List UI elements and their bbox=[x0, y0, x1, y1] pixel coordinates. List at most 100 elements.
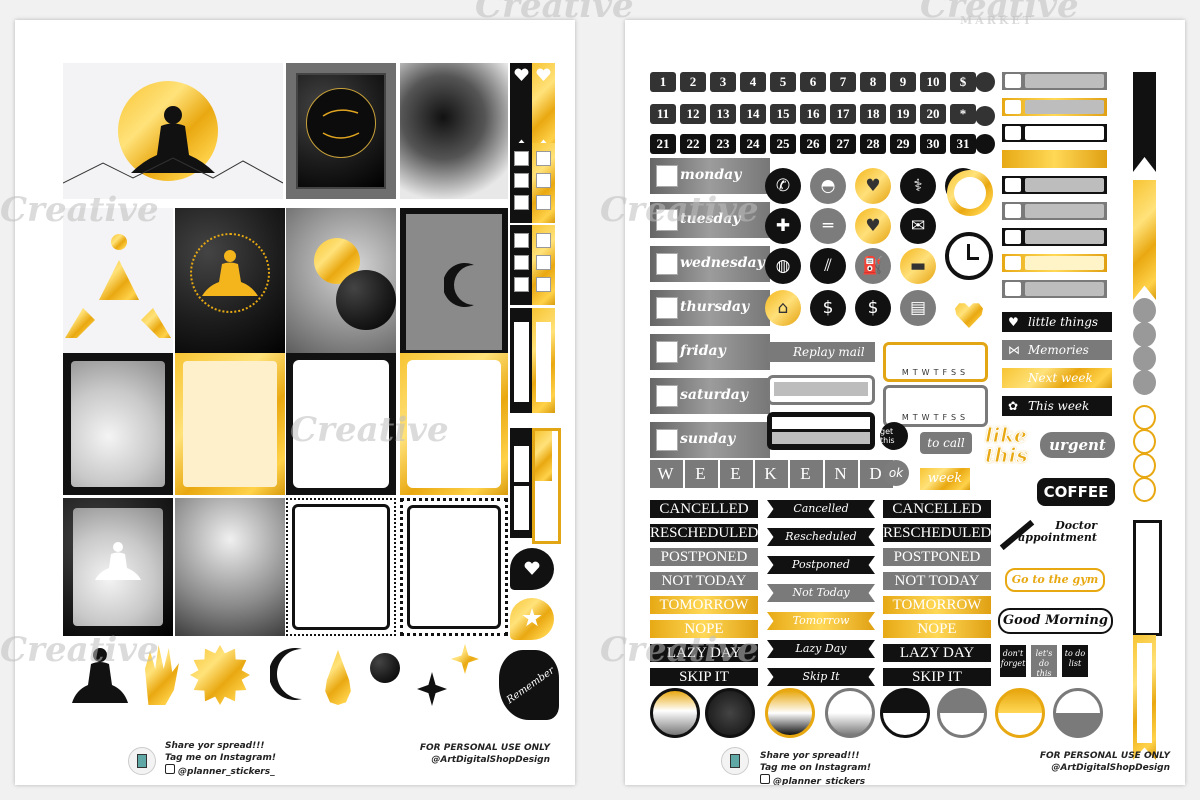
script-word-sticker: Skip It bbox=[767, 668, 875, 686]
this-week-label: ✿This week bbox=[1002, 396, 1112, 416]
weekend-letter: N bbox=[825, 460, 858, 488]
ok-badge: ok bbox=[883, 460, 909, 486]
date-number: 4 bbox=[740, 72, 766, 92]
weekend-letter: E bbox=[790, 460, 823, 488]
remember-label: Remember bbox=[504, 665, 557, 707]
word-sticker: SKIP IT bbox=[650, 668, 758, 686]
checkbox bbox=[656, 297, 678, 319]
word-sticker: RESCHEDULED bbox=[650, 524, 759, 542]
weekday-text: saturday bbox=[680, 387, 748, 403]
alarm-clock-gold bbox=[947, 170, 993, 216]
date-number: * bbox=[950, 104, 976, 124]
badge-tooth: ◓ bbox=[810, 168, 846, 204]
date-number: 3 bbox=[710, 72, 736, 92]
heart-icon bbox=[536, 68, 551, 81]
tall-box-outline bbox=[1133, 520, 1162, 636]
checkbox bbox=[656, 429, 678, 451]
circle-marker bbox=[975, 134, 995, 154]
script-word-sticker: Tomorrow bbox=[767, 612, 875, 630]
half-box-gold bbox=[532, 428, 561, 544]
date-number: 29 bbox=[890, 134, 916, 154]
next-week-label: Next week bbox=[1002, 368, 1112, 388]
date-number: 30 bbox=[920, 134, 946, 154]
black-sparkle-icon bbox=[417, 672, 447, 706]
footer-license-block: FOR PERSONAL USE ONLY @ArtDigitalShopDes… bbox=[380, 742, 550, 766]
sticker-gold-meditation bbox=[175, 208, 285, 356]
date-number: 21 bbox=[650, 134, 676, 154]
date-number: 2 bbox=[680, 72, 706, 92]
banner-black-strip bbox=[1133, 72, 1156, 172]
rect-black-1 bbox=[1002, 124, 1107, 142]
footer-personal-use: FOR PERSONAL USE ONLY bbox=[1039, 751, 1170, 761]
rect-gold-2 bbox=[1002, 150, 1107, 168]
weekday-text: sunday bbox=[680, 431, 736, 447]
sticker-clouds bbox=[175, 498, 285, 636]
weekday-text: wednesday bbox=[680, 255, 765, 271]
date-number: 24 bbox=[740, 134, 766, 154]
checkbox bbox=[656, 209, 678, 231]
script-word-sticker: Postponed bbox=[767, 556, 875, 574]
weekend-letter: W bbox=[650, 460, 683, 488]
badge-fuel: ⛽ bbox=[855, 248, 891, 284]
circle-ink bbox=[705, 688, 755, 738]
meditation-gold-icon bbox=[202, 250, 258, 296]
planner-logo bbox=[128, 747, 156, 775]
get-this-badge: get this bbox=[880, 422, 908, 450]
gym-script: Go to the gym bbox=[1005, 568, 1105, 592]
badge-money-house: $ bbox=[810, 290, 846, 326]
scallop-gold-strip bbox=[1133, 405, 1156, 505]
footer-share-block: Share yor spread!!! Tag me on Instagram!… bbox=[760, 750, 871, 785]
date-number: 7 bbox=[830, 72, 856, 92]
badge-cash: $ bbox=[855, 290, 891, 326]
gold-drop-icon bbox=[325, 650, 351, 705]
date-number: 13 bbox=[710, 104, 736, 124]
rect-computer bbox=[1002, 72, 1107, 90]
meditation-silhouette-icon bbox=[95, 542, 141, 580]
badge-heart-pulse: ♥ bbox=[855, 168, 891, 204]
scallop-gray-strip bbox=[1133, 298, 1156, 398]
sticker-dotted-frame-2 bbox=[400, 498, 508, 636]
circle-gold-sun bbox=[765, 688, 815, 738]
crescent-moon-icon bbox=[444, 263, 474, 307]
weekday-label: sunday bbox=[650, 422, 770, 458]
date-number: 27 bbox=[830, 134, 856, 154]
weekday-text: thursday bbox=[680, 299, 750, 315]
footer-share-text: Share yor spread!!! bbox=[165, 741, 265, 751]
star-icon bbox=[522, 608, 542, 627]
badge-card: ▤ bbox=[900, 290, 936, 326]
circle-gold-half bbox=[995, 688, 1045, 738]
footer-shop-name: @ArtDigitalShopDesign bbox=[1051, 763, 1170, 773]
good-morning-script: Good Morning bbox=[998, 608, 1113, 634]
circle-yoga bbox=[650, 688, 700, 738]
half-box-black bbox=[510, 428, 533, 538]
circle-marker bbox=[975, 106, 995, 126]
weekend-letter: E bbox=[720, 460, 753, 488]
instagram-icon bbox=[760, 774, 770, 784]
butterfly-icon: ⋈ bbox=[1008, 343, 1020, 357]
banner-gold-strip bbox=[1133, 180, 1156, 300]
date-number: 1 bbox=[650, 72, 676, 92]
weekday-text: monday bbox=[680, 167, 742, 183]
memories-label: ⋈Memories bbox=[1002, 340, 1112, 360]
date-number: 28 bbox=[860, 134, 886, 154]
date-number: 11 bbox=[650, 104, 676, 124]
date-number: 19 bbox=[890, 104, 916, 124]
date-number: 26 bbox=[800, 134, 826, 154]
sticker-meditation-gray bbox=[63, 498, 173, 636]
meditation-silhouette-icon bbox=[72, 648, 128, 703]
word-sticker: POSTPONED bbox=[883, 548, 991, 566]
rect-trash bbox=[1002, 280, 1107, 298]
tall-box-black bbox=[510, 308, 533, 413]
date-number: 18 bbox=[860, 104, 886, 124]
footer-instagram: @planner_stickers_ bbox=[760, 774, 871, 785]
weekday-label: saturday bbox=[650, 378, 770, 414]
sticker-sun-moon bbox=[286, 208, 396, 356]
script-word-sticker: Lazy Day bbox=[767, 640, 875, 658]
weekday-label: thursday bbox=[650, 290, 770, 326]
date-number: 17 bbox=[830, 104, 856, 124]
badge-bank: ⌂ bbox=[765, 290, 801, 326]
date-number: 12 bbox=[680, 104, 706, 124]
like-this-script: like this bbox=[985, 423, 1029, 467]
word-sticker: NOT TODAY bbox=[883, 572, 991, 590]
